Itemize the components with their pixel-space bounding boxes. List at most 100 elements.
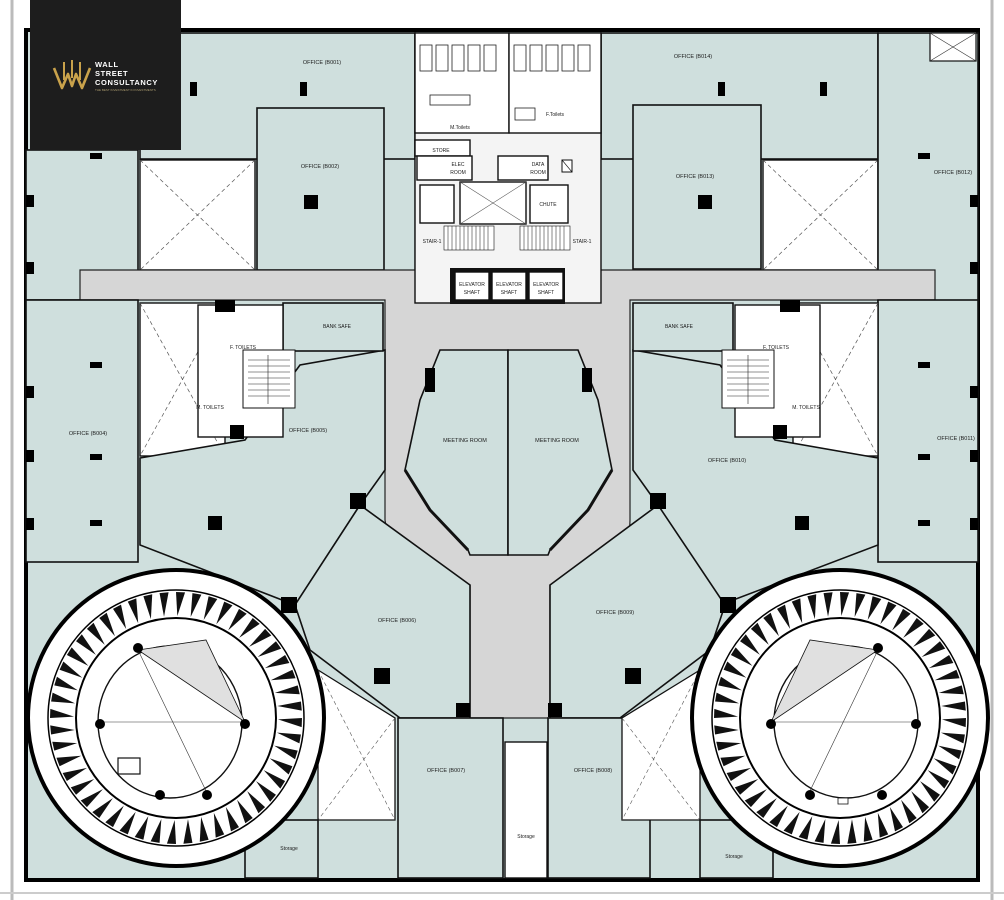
atrium-fin xyxy=(247,791,266,814)
label-elevator-3a: ELEVATOR xyxy=(533,282,559,288)
label-bank-safe-right: BANK SAFE xyxy=(665,324,694,330)
label-office-b001: OFFICE (B001) xyxy=(303,60,341,66)
atrium-fin xyxy=(62,767,88,781)
atrium-fin xyxy=(225,806,239,832)
atrium-fin xyxy=(264,655,290,669)
atrium-fin xyxy=(783,811,800,835)
label-m-toilets: M.Toilets xyxy=(450,125,470,131)
label-chute: CHUTE xyxy=(539,202,557,208)
label-elevator-1a: ELEVATOR xyxy=(459,282,485,288)
label-office-b011: OFFICE (B011) xyxy=(937,436,975,442)
label-storage-center: Storage xyxy=(517,834,535,840)
office-b004-room xyxy=(25,299,139,563)
atrium-fin xyxy=(228,608,247,631)
atrium-fin xyxy=(854,593,866,618)
atrium-fin xyxy=(66,647,89,666)
atrium-fin xyxy=(847,819,857,844)
atrium-fin xyxy=(941,701,966,711)
label-stair-left: STAIR-1 xyxy=(423,239,442,245)
atrium-fin xyxy=(257,641,282,657)
label-office-b002: OFFICE (B002) xyxy=(301,164,339,170)
atrium-fin xyxy=(134,816,149,840)
label-office-b010: OFFICE (B010) xyxy=(708,458,746,464)
atrium-fin xyxy=(892,608,911,631)
atrium-fin xyxy=(70,779,95,795)
atrium-fin xyxy=(190,593,202,618)
atrium-fin xyxy=(276,732,301,744)
label-storage-right: Storage xyxy=(725,854,743,860)
label-store: STORE xyxy=(432,148,450,154)
atrium-fin xyxy=(274,745,298,760)
atrium-fin xyxy=(263,770,286,789)
label-elec-room-2: ROOM xyxy=(450,170,466,176)
atrium-fin xyxy=(269,758,293,775)
atrium-left xyxy=(26,568,326,868)
atrium-fin xyxy=(183,819,193,844)
atrium-fin xyxy=(744,789,767,808)
office-b007-room xyxy=(397,717,504,879)
atrium-fin xyxy=(726,767,752,781)
atrium-fin xyxy=(159,592,169,617)
bank-safe-right-room xyxy=(632,302,734,352)
atrium-fin xyxy=(256,781,276,802)
label-bank-safe-left: BANK SAFE xyxy=(323,324,352,330)
label-f-toilets: F.Toilets xyxy=(546,112,565,118)
atrium-fin xyxy=(927,770,950,789)
atrium-fin xyxy=(863,816,873,842)
atrium-fin xyxy=(277,718,302,728)
label-elevator-2b: SHAFT xyxy=(501,290,517,296)
atrium-fin xyxy=(920,781,940,802)
brand-logo-panel xyxy=(30,0,181,150)
atrium-fin xyxy=(911,791,930,814)
atrium-fin xyxy=(216,601,233,625)
label-m-toilets-right: M. TOILETS xyxy=(792,405,820,411)
label-data-room-1: DATA xyxy=(532,162,545,168)
label-meeting-room-left: MEETING ROOM xyxy=(443,438,487,444)
atrium-fin xyxy=(249,628,272,647)
atrium-fin xyxy=(734,779,759,795)
atrium-fin xyxy=(913,628,936,647)
atrium-fin xyxy=(119,811,136,835)
atrium-fin xyxy=(150,818,162,843)
label-office-b013: OFFICE (B013) xyxy=(676,174,714,180)
atrium-fin xyxy=(143,594,153,620)
atrium-fin xyxy=(720,755,746,767)
atrium-fin xyxy=(814,818,826,843)
atrium-fin xyxy=(59,661,83,678)
label-elevator-3b: SHAFT xyxy=(538,290,554,296)
atrium-fin xyxy=(880,601,897,625)
atrium-fin xyxy=(740,634,760,655)
atrium-fin xyxy=(52,741,78,751)
atrium-fin xyxy=(203,596,218,620)
atrium-fin xyxy=(274,685,300,695)
label-f-toilets-left: F. TOILETS xyxy=(230,345,257,351)
atrium-fin xyxy=(756,798,777,818)
atrium-fin xyxy=(791,598,803,624)
atrium-fin xyxy=(113,604,127,630)
atrium-fin xyxy=(176,592,186,617)
atrium-fin xyxy=(941,718,966,728)
atrium-fin xyxy=(270,669,296,681)
atrium-fin xyxy=(277,701,302,711)
bank-safe-left-room xyxy=(282,302,384,352)
label-storage-left: Storage xyxy=(280,846,298,852)
label-elec-room-1: ELEC xyxy=(451,162,464,168)
atrium-fin xyxy=(769,805,788,828)
label-elevator-1b: SHAFT xyxy=(464,290,480,296)
label-office-b007: OFFICE (B007) xyxy=(427,768,465,774)
label-office-b006: OFFICE (B006) xyxy=(378,618,416,624)
atrium-fin xyxy=(80,789,103,808)
atrium-fin xyxy=(830,819,840,844)
atrium-fin xyxy=(938,745,962,760)
label-data-room-2: ROOM xyxy=(530,170,546,176)
atrium-fin xyxy=(86,622,105,645)
label-f-toilets-right: F. TOILETS xyxy=(763,345,790,351)
atrium-fin xyxy=(92,798,113,818)
brand-name-line1: WALL xyxy=(95,60,119,69)
label-stair-right: STAIR-1 xyxy=(573,239,592,245)
atrium-fin xyxy=(928,655,954,669)
atrium-fin xyxy=(889,806,903,832)
atrium-fin xyxy=(127,598,139,624)
atrium-fin xyxy=(714,708,739,718)
